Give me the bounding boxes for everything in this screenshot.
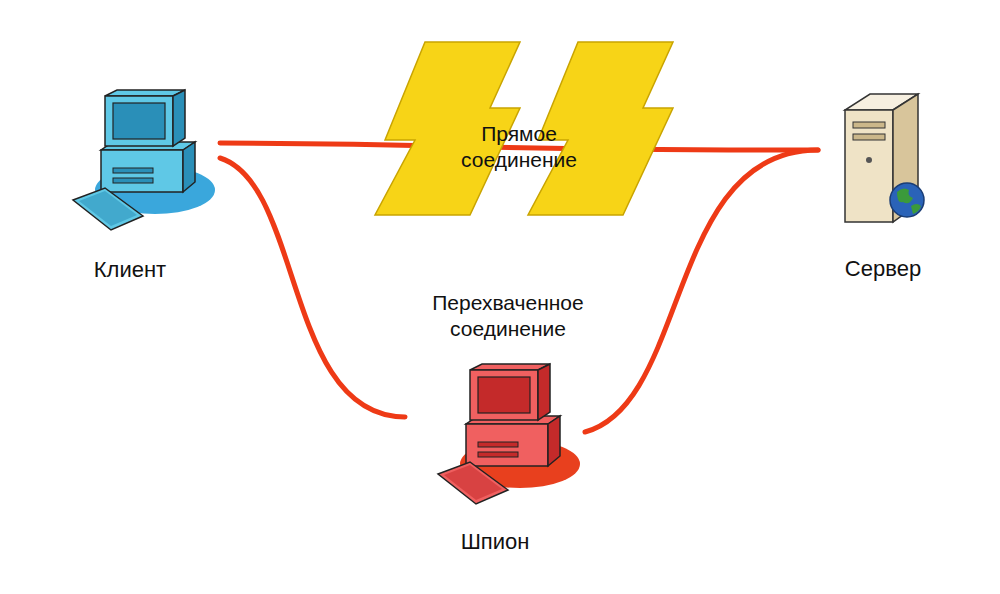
edge-label: Прямое соединение <box>434 121 604 173</box>
computer-icon <box>43 88 218 238</box>
connection-label: Перехваченное соединение <box>418 290 598 342</box>
intercepted-connection <box>220 158 405 417</box>
computer-icon <box>408 362 583 512</box>
server-icon <box>823 88 943 233</box>
computer-node: Шпион <box>405 362 585 555</box>
node-label: Сервер <box>845 255 921 282</box>
computer-node: Сервер <box>818 88 948 282</box>
node-label: Шпион <box>461 528 530 555</box>
computer-node: Клиент <box>40 88 220 283</box>
node-label: Клиент <box>94 256 166 283</box>
